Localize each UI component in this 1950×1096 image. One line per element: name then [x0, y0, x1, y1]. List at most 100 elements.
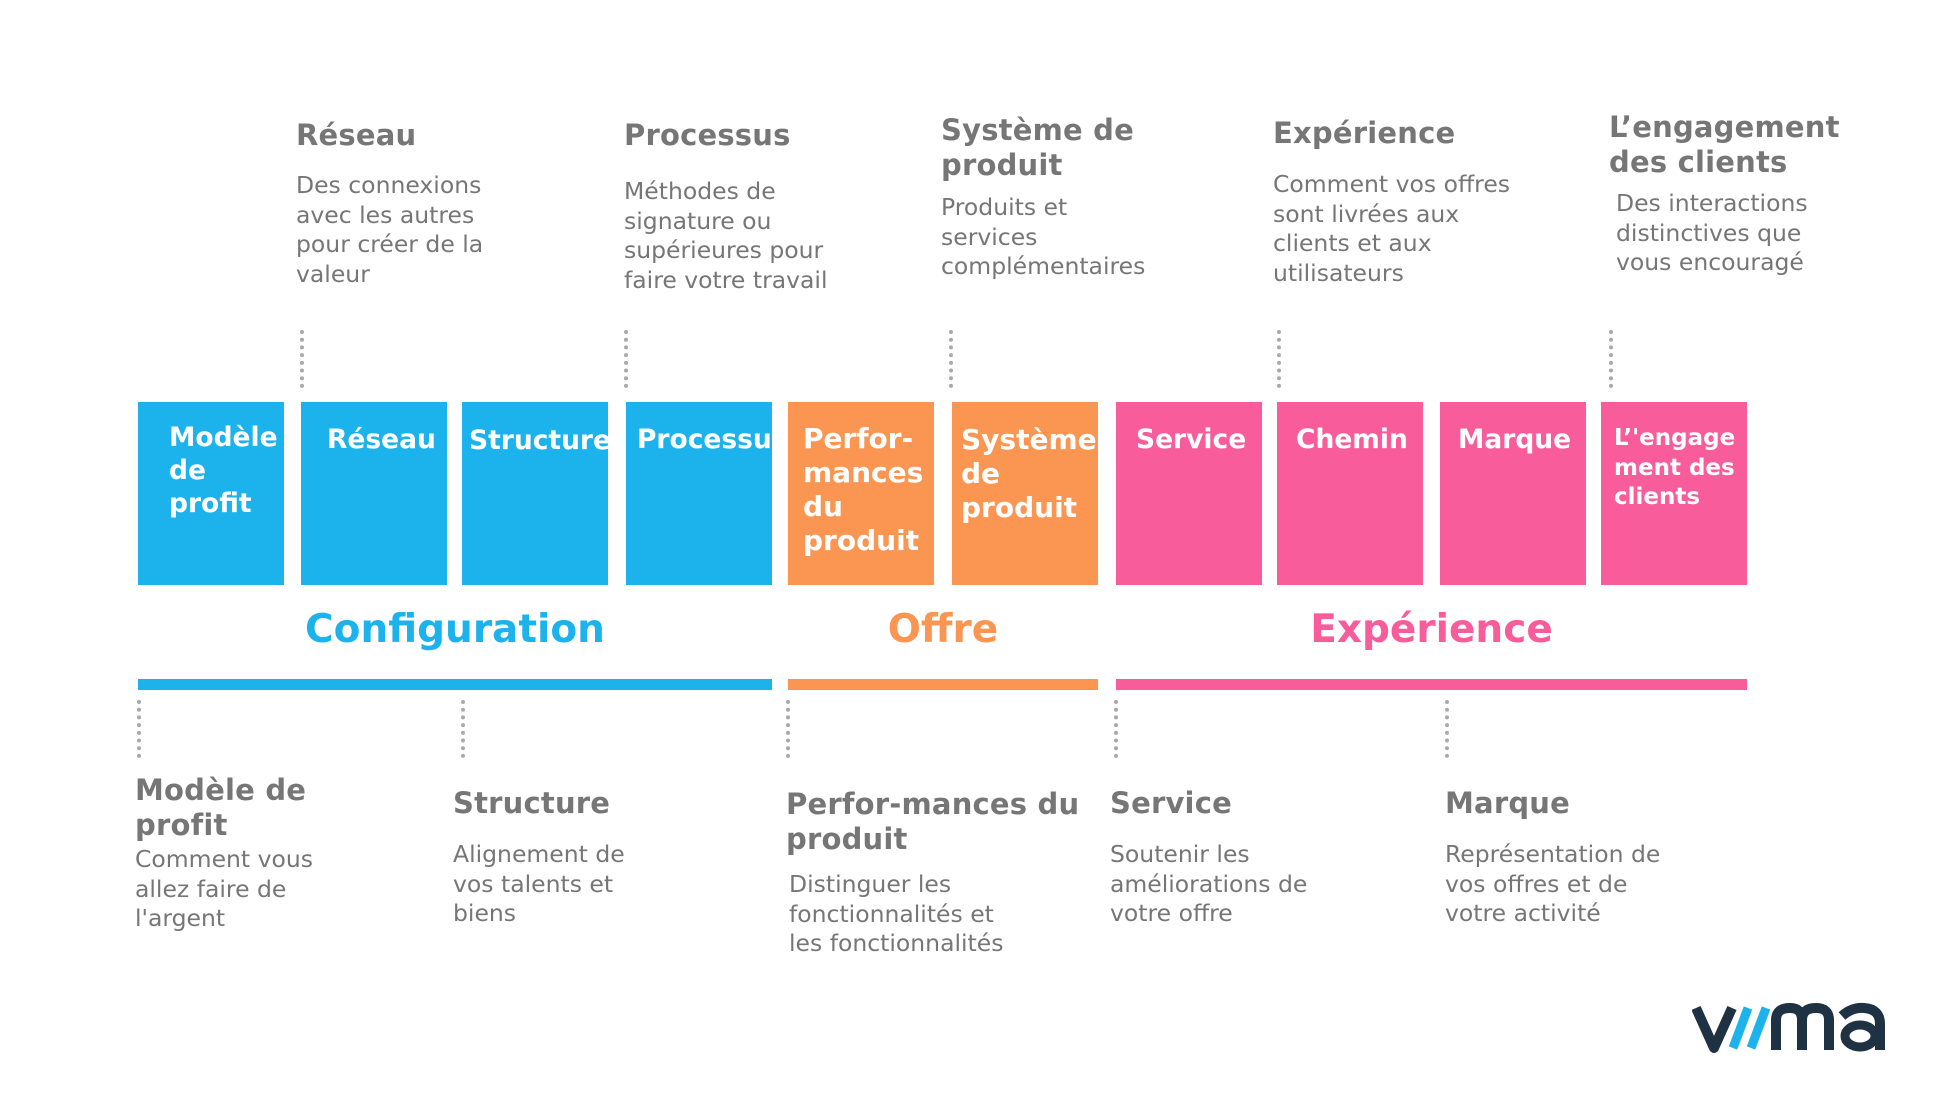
- connector-dots: [461, 700, 465, 758]
- connector-dots: [137, 700, 141, 758]
- top-desc-body: Comment vos offres sont livrées aux clie…: [1273, 170, 1553, 288]
- top-desc-title: L’engagement des clients: [1609, 110, 1840, 179]
- connector-dots: [1114, 700, 1118, 758]
- top-desc-title: Réseau: [296, 118, 417, 152]
- box-label: Système de produit: [961, 423, 1097, 524]
- desc-line: pour créer de la: [296, 230, 484, 258]
- bottom-desc-service: Service Soutenir les améliorations de vo…: [1110, 786, 1370, 929]
- desc-line: biens: [453, 899, 517, 927]
- bottom-desc-title: Modèle de profit: [135, 773, 307, 842]
- desc-line: complémentaires: [941, 252, 1146, 280]
- bottom-desc-modele-de-profit: Modèle de profit Comment vous allez fair…: [135, 773, 335, 934]
- desc-line: utilisateurs: [1273, 258, 1404, 287]
- box-processus: Processus: [626, 402, 788, 585]
- desc-line: allez faire de: [135, 874, 287, 903]
- top-desc-experience: Expérience Comment vos offres sont livré…: [1273, 116, 1553, 288]
- desc-line: votre activité: [1445, 899, 1601, 927]
- top-desc-reseau: Réseau Des connexions avec les autres po…: [296, 118, 546, 289]
- desc-line: faire votre travail: [624, 265, 828, 294]
- group-bar-configuration: [138, 679, 772, 690]
- box-marque: Marque: [1440, 402, 1586, 585]
- bottom-desc-body: Alignement de vos talents et biens: [453, 840, 673, 929]
- desc-line: vos talents et: [453, 869, 614, 898]
- box-label: L’'engagement des clients: [1614, 425, 1736, 510]
- bottom-desc-marque: Marque Représentation de vos offres et d…: [1445, 786, 1705, 929]
- bottom-desc-title: Marque: [1445, 786, 1571, 820]
- desc-line: les fonctionnalités: [789, 929, 1004, 957]
- desc-line: vous encouragé: [1616, 248, 1804, 276]
- top-desc-title: Système de produit: [941, 113, 1134, 182]
- box-label: Modèle de profit: [169, 422, 278, 519]
- connector-dots: [786, 700, 790, 758]
- box-label: Marque: [1458, 424, 1572, 455]
- desc-line: sont livrées aux: [1273, 199, 1460, 228]
- group-label-configuration: Configuration: [305, 607, 605, 652]
- group-label-experience: Expérience: [1310, 607, 1553, 652]
- bottom-desc-body: Distinguer les fonctionnalités et les fo…: [786, 870, 1086, 959]
- box-modele-de-profit: Modèle de profit: [138, 402, 284, 585]
- desc-line: avec les autres: [296, 200, 475, 229]
- top-desc-body: Des interactions distinctives que vous e…: [1609, 189, 1839, 278]
- desc-line: Méthodes de: [624, 177, 776, 205]
- box-label: Structure: [469, 425, 611, 456]
- connector-dots: [949, 330, 953, 388]
- desc-line: Alignement de: [453, 840, 625, 868]
- top-desc-body: Méthodes de signature ou supérieures pou…: [624, 177, 884, 295]
- desc-line: Comment vous: [135, 845, 314, 873]
- desc-line: Représentation de: [1445, 840, 1661, 868]
- box-service: Service: [1116, 402, 1262, 585]
- bottom-desc-title: Structure: [453, 786, 611, 820]
- box-label: Perfor-mances du produit: [803, 422, 924, 557]
- bottom-desc-title: Perfor-mances du produit: [786, 787, 1080, 856]
- box-performances-du-produit: Perfor-mances du produit: [788, 402, 934, 585]
- group-bar-experience: [1116, 679, 1747, 690]
- box-label: Chemin: [1296, 424, 1408, 455]
- desc-line: services: [941, 222, 1038, 251]
- top-desc-title: Processus: [624, 118, 791, 152]
- desc-line: supérieures pour: [624, 236, 824, 264]
- desc-line: Des interactions: [1616, 189, 1808, 217]
- top-desc-body: Des connexions avec les autres pour crée…: [296, 171, 546, 289]
- bottom-desc-title: Service: [1110, 786, 1232, 820]
- desc-line: fonctionnalités et: [789, 899, 994, 928]
- desc-line: améliorations de: [1110, 869, 1308, 898]
- box-systeme-de-produit: Système de produit: [952, 402, 1098, 585]
- box-engagement-des-clients: L’'engagement des clients: [1601, 402, 1747, 585]
- desc-line: l'argent: [135, 904, 226, 932]
- desc-line: Distinguer les: [789, 870, 952, 898]
- box-label: Réseau: [327, 424, 436, 455]
- bottom-desc-body: Comment vous allez faire de l'argent: [135, 845, 335, 934]
- top-desc-body: Produits et services complémentaires: [941, 193, 1181, 282]
- desc-line: Comment vos offres: [1273, 170, 1511, 198]
- visma-logo: [1692, 1002, 1885, 1053]
- desc-line: signature ou: [624, 206, 772, 235]
- top-desc-engagement: L’engagement des clients Des interaction…: [1609, 110, 1840, 278]
- connector-dots: [1277, 330, 1281, 388]
- desc-line: Des connexions: [296, 171, 482, 199]
- box-structure: Structure: [462, 402, 611, 585]
- bottom-desc-performances-du-produit: Perfor-mances du produit Distinguer les …: [786, 787, 1086, 959]
- connector-dots: [1445, 700, 1449, 758]
- desc-line: Produits et: [941, 193, 1068, 221]
- group-bar-offre: [788, 679, 1098, 690]
- desc-line: valeur: [296, 259, 370, 288]
- connector-dots: [624, 330, 628, 388]
- top-desc-processus: Processus Méthodes de signature ou supér…: [624, 118, 884, 295]
- group-label-offre: Offre: [887, 607, 999, 652]
- box-label: Processus: [637, 424, 788, 455]
- desc-line: vos offres et de: [1445, 869, 1628, 898]
- top-desc-title: Expérience: [1273, 116, 1456, 150]
- connector-dots: [1609, 330, 1613, 388]
- bottom-desc-body: Représentation de vos offres et de votre…: [1445, 840, 1705, 929]
- bottom-desc-body: Soutenir les améliorations de votre offr…: [1110, 840, 1370, 929]
- desc-line: distinctives que: [1616, 218, 1802, 247]
- box-label: Service: [1136, 424, 1247, 455]
- bottom-desc-structure: Structure Alignement de vos talents et b…: [453, 786, 673, 929]
- box-reseau: Réseau: [301, 402, 447, 585]
- desc-line: Soutenir les: [1110, 840, 1250, 868]
- connector-dots: [300, 330, 304, 388]
- box-chemin: Chemin: [1277, 402, 1423, 585]
- top-desc-systeme-de-produit: Système de produit Produits et services …: [941, 113, 1181, 282]
- desc-line: votre offre: [1110, 899, 1233, 927]
- desc-line: clients et aux: [1273, 229, 1432, 257]
